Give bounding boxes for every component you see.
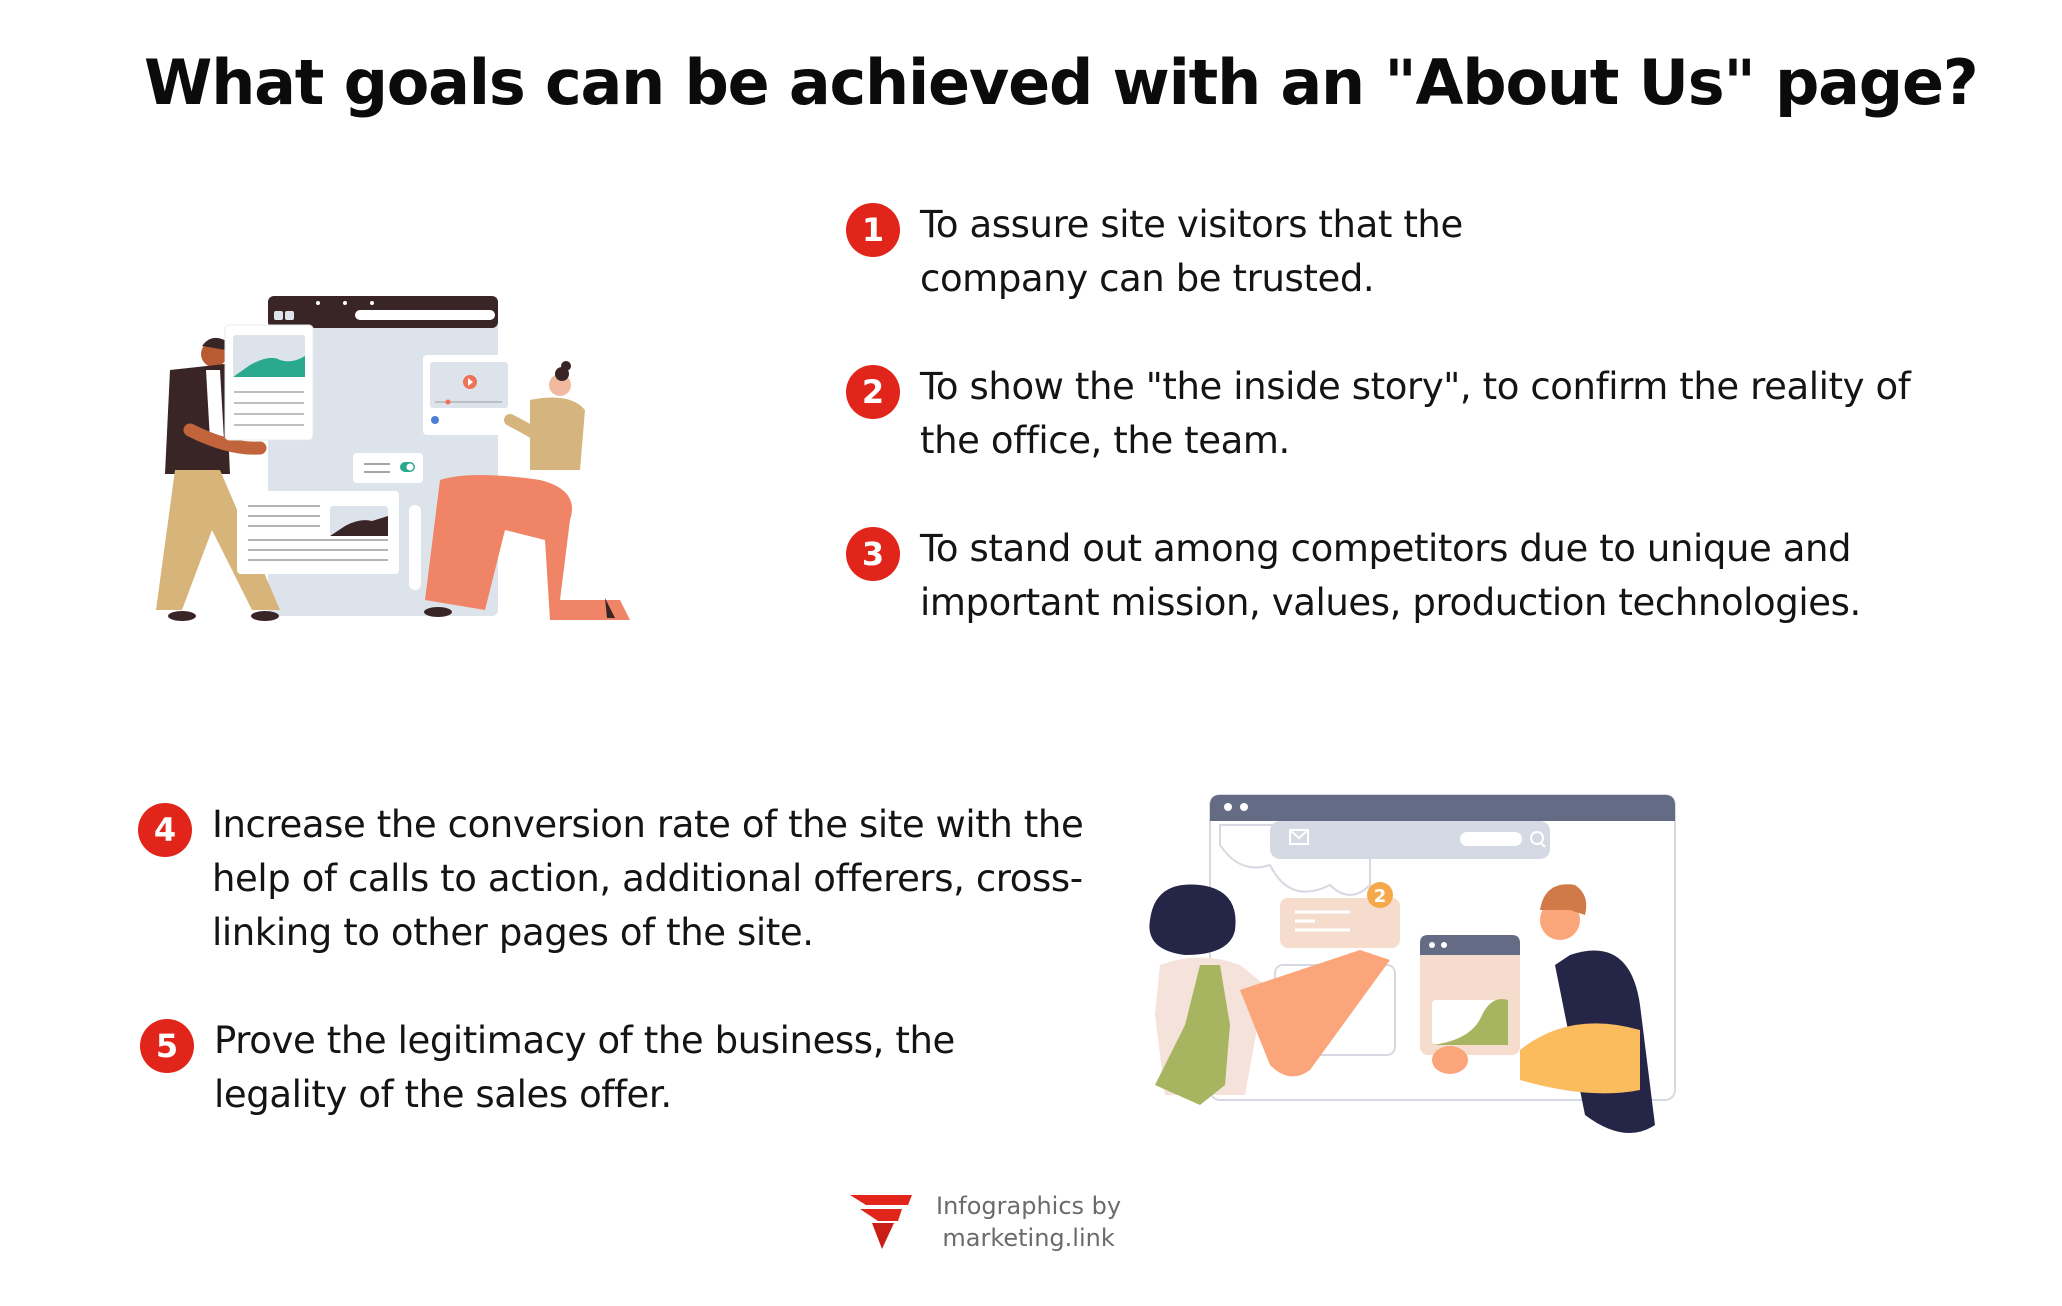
mail-icon (1289, 829, 1309, 845)
team-building-webpage-illustration (156, 296, 630, 621)
notification-badge-icon (1367, 882, 1393, 908)
goal-text: To show the "the inside story", to confi… (920, 365, 1911, 462)
goal-text: Increase the conversion rate of the site… (212, 803, 1084, 954)
goal-text: To stand out among competitors due to un… (920, 527, 1861, 624)
page-title: What goals can be achieved with an "Abou… (144, 46, 1979, 119)
footer-line-2: marketing.link (942, 1224, 1115, 1252)
footer-line-1: Infographics by (936, 1192, 1122, 1220)
svg-text:2: 2 (1374, 886, 1387, 907)
number-badge: 4 (138, 803, 192, 857)
goal-item-1: 1 To assure site visitors that the compa… (846, 198, 1966, 306)
goal-text: To assure site visitors that the company… (920, 203, 1463, 300)
goal-item-2: 2 To show the "the inside story", to con… (846, 360, 1966, 468)
marketing-link-logo-icon (850, 1195, 912, 1249)
search-icon (1530, 831, 1544, 845)
goal-item-5: 5 Prove the legitimacy of the business, … (140, 1014, 1100, 1122)
number-badge: 2 (846, 365, 900, 419)
goal-text: Prove the legitimacy of the business, th… (214, 1019, 955, 1116)
number-badge: 1 (846, 203, 900, 257)
footer-credit: Infographics by marketing.link (848, 1190, 1121, 1254)
number-badge: 3 (846, 527, 900, 581)
number-badge: 5 (140, 1019, 194, 1073)
goal-item-3: 3 To stand out among competitors due to … (846, 522, 1966, 630)
goal-item-4: 4 Increase the conversion rate of the si… (138, 798, 1098, 960)
team-reviewing-webpage-illustration: 2 (1149, 794, 1676, 1133)
